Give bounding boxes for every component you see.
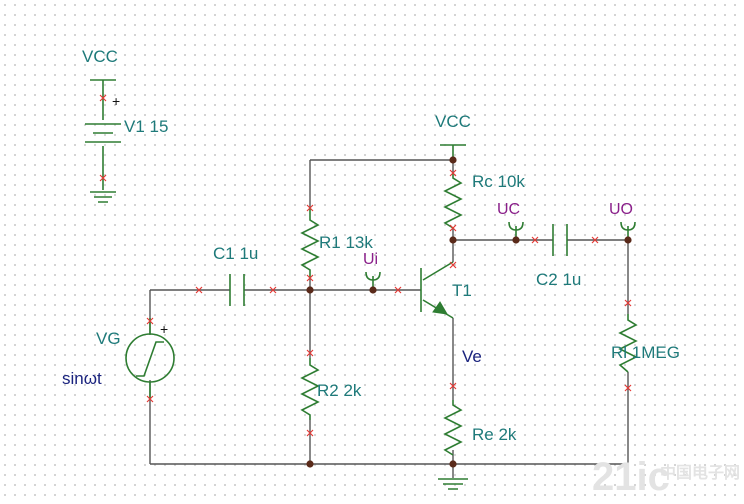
probe-uo: UO [609, 201, 636, 240]
c1-label: C1 1u [213, 244, 258, 263]
t1-collector-lead [422, 261, 454, 281]
re-label: Re 2k [472, 425, 517, 444]
vcc-label: VCC [435, 112, 471, 131]
probe-ui-label: Ui [363, 251, 378, 268]
transistor-t1: T1 [394, 261, 472, 319]
probe-ui: Ui [363, 251, 381, 290]
c2-label: C2 1u [536, 270, 581, 289]
watermark-logo: 21ic 中国电子网 [592, 455, 740, 499]
vg-signal-label: sinωt [62, 369, 102, 388]
probe-uo-label: UO [609, 201, 633, 218]
resistor-re: Re 2k [443, 382, 517, 456]
svg-text:中国电子网: 中国电子网 [660, 463, 740, 482]
t1-label: T1 [452, 281, 472, 300]
capacitor-c2: C2 1u [531, 224, 599, 289]
signal-generator-vg: VG + sinωt [62, 317, 175, 403]
r2-label: R2 2k [317, 381, 362, 400]
t1-emitter-arrow [432, 301, 448, 315]
v1-source-label: V1 15 [124, 117, 168, 136]
vg-plus-sign: + [160, 321, 168, 337]
ground-icon [438, 478, 468, 490]
v1-supply: VCC + V1 15 [82, 47, 168, 203]
rl-label: Rl 1MEG [611, 343, 680, 362]
vcc-terminal: VCC [435, 112, 471, 160]
junction-dots [306, 156, 632, 468]
svg-text:21ic: 21ic [592, 455, 670, 499]
v1-ground-symbol [90, 146, 116, 203]
v1-vcc-label: VCC [82, 47, 118, 66]
probe-uc: UC [497, 201, 524, 240]
resistor-rl: Rl 1MEG [611, 299, 680, 392]
r1-label: R1 13k [319, 233, 373, 252]
resistor-r1: R1 13k [300, 204, 373, 282]
sine-source-icon [136, 341, 164, 377]
probe-uc-label: UC [497, 201, 520, 218]
vg-label: VG [96, 329, 121, 348]
circuit-wires [149, 159, 629, 478]
v1-plus-sign: + [112, 93, 120, 109]
ve-node-label: Ve [462, 347, 482, 366]
rc-label: Rc 10k [472, 172, 525, 191]
resistor-rc: Rc 10k [443, 169, 525, 232]
capacitor-c1: C1 1u [195, 244, 277, 306]
resistor-r2: R2 2k [300, 349, 362, 437]
